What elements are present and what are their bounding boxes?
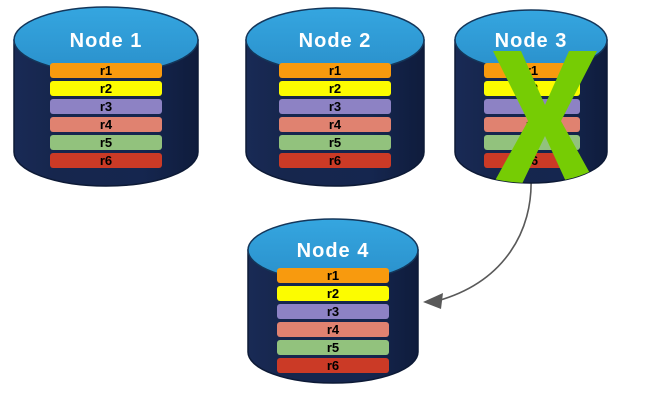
node-4-row-r4-label: r4 — [327, 322, 340, 337]
node-4-row-r6-label: r6 — [327, 358, 339, 373]
node-4-row-r2: r2 — [277, 286, 389, 301]
node-1-row-r6: r6 — [50, 153, 162, 168]
node-1-row-r1: r1 — [50, 63, 162, 78]
node-2-row-r5-bar — [279, 135, 391, 150]
node-2[interactable]: Node 2 r1 r2 r3 r4 r5 — [245, 7, 425, 187]
node-3-label: Node 3 — [495, 30, 568, 52]
node-4-row-r3: r3 — [277, 304, 389, 319]
node-1-rows: r1 r2 r3 r4 r5 r6 — [50, 63, 162, 168]
node-2-row-r2-bar — [279, 81, 391, 96]
node-4-row-r6-bar — [277, 358, 389, 373]
node-4-row-r5-label: r5 — [327, 340, 339, 355]
node-2-row-r1-label: r1 — [329, 63, 341, 78]
node-1-row-r6-label: r6 — [100, 153, 112, 168]
node-1-row-r1-bar — [50, 63, 162, 78]
node-4-row-r4: r4 — [277, 322, 389, 337]
node-4[interactable]: Node 4 r1 r2 r3 r4 r5 — [247, 218, 419, 384]
node-2-row-r2-label: r2 — [329, 81, 341, 96]
node-2-row-r4-bar — [279, 117, 391, 132]
node-2-row-r6-label: r6 — [329, 153, 341, 168]
node-4-row-r6: r6 — [277, 358, 389, 373]
node-1[interactable]: Node 1 r1 r2 r3 r4 r5 — [13, 6, 199, 187]
node-2-row-r4: r4 — [279, 117, 391, 132]
node-4-rows: r1 r2 r3 r4 r5 r6 — [277, 268, 389, 373]
node-2-row-r3-label: r3 — [329, 99, 341, 114]
node-1-row-r5-label: r5 — [100, 135, 112, 150]
node-1-row-r1-label: r1 — [100, 63, 112, 78]
node-1-row-r2: r2 — [50, 81, 162, 96]
node-1-row-r3-label: r3 — [100, 99, 112, 114]
node-1-row-r2-bar — [50, 81, 162, 96]
node-4-row-r2-label: r2 — [327, 286, 339, 301]
node-3[interactable]: Node 3 r1 r2 r3 r4 r5 — [454, 9, 608, 186]
node-1-row-r5: r5 — [50, 135, 162, 150]
node-4-row-r1-label: r1 — [327, 268, 339, 283]
node-2-row-r2: r2 — [279, 81, 391, 96]
node-4-row-r4-bar — [277, 322, 389, 337]
node-2-row-r4-label: r4 — [329, 117, 342, 132]
node-3-failure-cross-icon — [492, 51, 597, 183]
node-2-row-r6: r6 — [279, 153, 391, 168]
connector-arrowhead-icon — [423, 293, 443, 309]
node-2-row-r5: r5 — [279, 135, 391, 150]
node-4-row-r3-bar — [277, 304, 389, 319]
node-1-row-r3-bar — [50, 99, 162, 114]
node-2-row-r6-bar — [279, 153, 391, 168]
node-2-row-r1: r1 — [279, 63, 391, 78]
node-4-row-r3-label: r3 — [327, 304, 339, 319]
node-1-row-r4-label: r4 — [100, 117, 113, 132]
node-2-row-r3: r3 — [279, 99, 391, 114]
node-2-row-r1-bar — [279, 63, 391, 78]
node-4-row-r5: r5 — [277, 340, 389, 355]
node-1-row-r2-label: r2 — [100, 81, 112, 96]
node-4-row-r1-bar — [277, 268, 389, 283]
node-4-label: Node 4 — [297, 240, 370, 262]
node-1-label: Node 1 — [70, 30, 143, 52]
node-2-row-r3-bar — [279, 99, 391, 114]
node-4-row-r1: r1 — [277, 268, 389, 283]
node-1-row-r4-bar — [50, 117, 162, 132]
node-2-rows: r1 r2 r3 r4 r5 r6 — [279, 63, 391, 168]
connector-curve — [436, 177, 532, 302]
node-4-row-r2-bar — [277, 286, 389, 301]
node-2-row-r5-label: r5 — [329, 135, 341, 150]
node-1-row-r6-bar — [50, 153, 162, 168]
node-4-row-r5-bar — [277, 340, 389, 355]
node-1-row-r4: r4 — [50, 117, 162, 132]
connector-node3-to-node4 — [423, 177, 532, 309]
node-1-row-r5-bar — [50, 135, 162, 150]
node-2-label: Node 2 — [299, 30, 372, 52]
node-1-row-r3: r3 — [50, 99, 162, 114]
